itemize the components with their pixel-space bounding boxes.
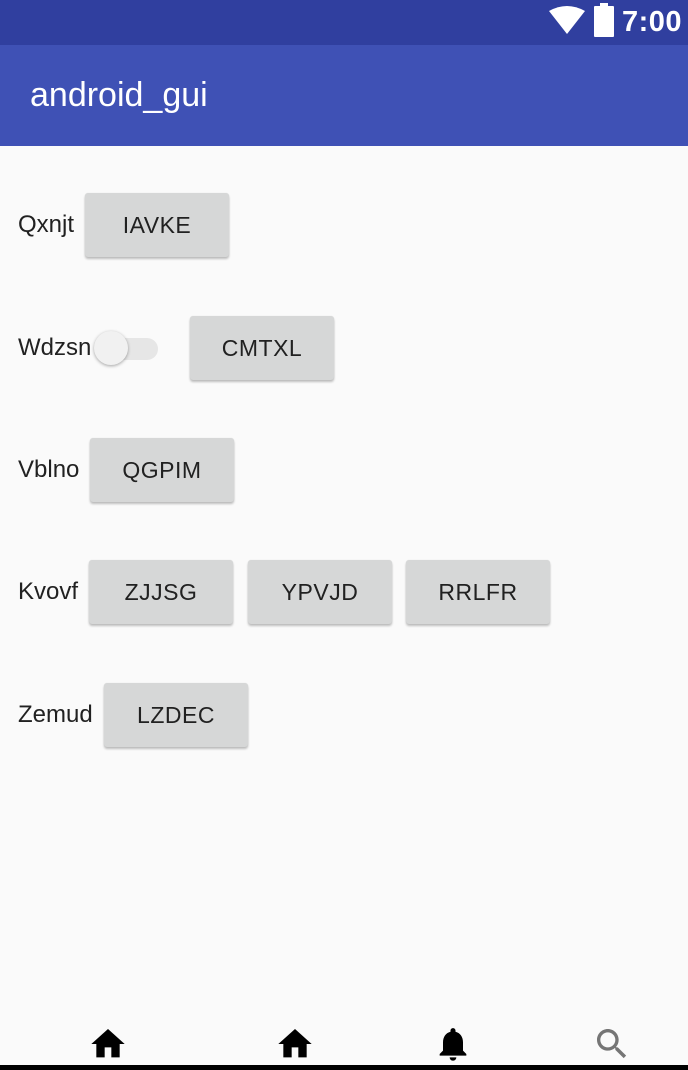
bell-icon[interactable]: [433, 1024, 473, 1064]
wdzsn-toggle-switch[interactable]: [92, 329, 162, 369]
ypvjd-button[interactable]: YPVJD: [248, 560, 392, 624]
app-bar: android_gui: [0, 45, 688, 146]
navigation-bar-edge: [0, 1065, 688, 1070]
cmtxl-button[interactable]: CMTXL: [190, 316, 334, 380]
qgpim-button[interactable]: QGPIM: [90, 438, 234, 502]
row-label-kvovf: Kvovf: [18, 578, 79, 605]
search-icon[interactable]: [592, 1024, 632, 1064]
lzdec-button[interactable]: LZDEC: [104, 683, 248, 747]
zjjsg-button[interactable]: ZJJSG: [89, 560, 233, 624]
status-bar: 7:00: [0, 0, 688, 45]
row-label-zemud: Zemud: [18, 701, 93, 728]
battery-icon: [593, 3, 614, 42]
app-title: android_gui: [30, 76, 208, 114]
wifi-icon: [548, 5, 586, 40]
home-icon[interactable]: [88, 1024, 128, 1064]
row-label-wdzsn: Wdzsn: [18, 334, 92, 361]
row-label-qxnjt: Qxnjt: [18, 211, 75, 238]
rrlfr-button[interactable]: RRLFR: [406, 560, 550, 624]
bottom-nav: [0, 1012, 688, 1070]
iavke-button[interactable]: IAVKE: [85, 193, 229, 257]
status-time: 7:00: [621, 6, 682, 38]
home-icon[interactable]: [275, 1024, 315, 1064]
status-icons: 7:00: [548, 0, 682, 45]
row-label-vblno: Vblno: [18, 456, 80, 483]
switch-thumb: [94, 331, 128, 365]
